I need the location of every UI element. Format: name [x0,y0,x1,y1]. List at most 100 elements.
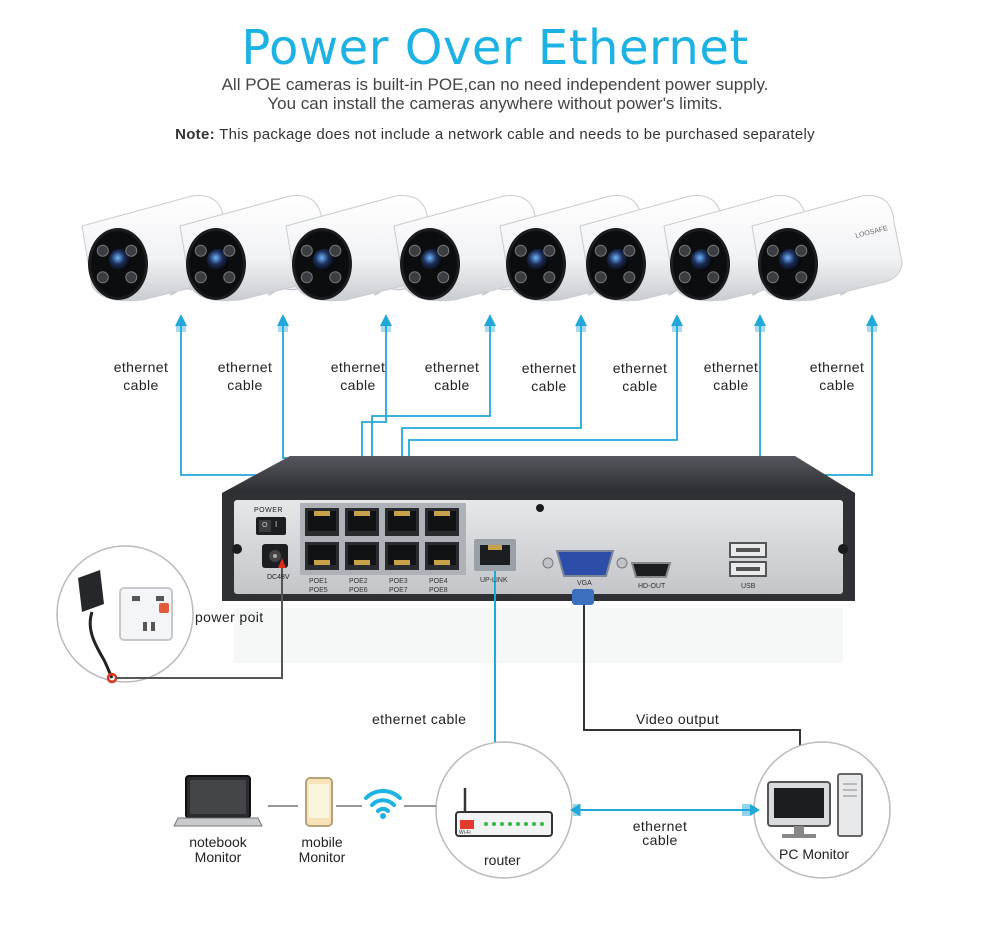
ir-led-icon [329,271,342,284]
ir-led-icon [543,244,556,257]
cable-arrow-up [754,314,766,326]
ir-led-icon [707,244,720,257]
power-cable-line [116,564,283,679]
power-off-label: I [275,520,278,529]
ir-led-icon [223,271,236,284]
nvr-reflection [234,608,843,663]
ir-led-icon [514,271,527,284]
subtitle-line-1: All POE cameras is built-in POE,can no n… [221,75,769,94]
usb-label: USB [741,583,756,590]
cable-arrow-up [380,314,392,326]
video-output-cable [583,605,801,758]
camera-lens [109,249,131,271]
subtitle-line-2: You can install the cameras anywhere wit… [267,94,723,113]
poe-port-block [300,503,466,575]
page-title: Power Over Ethernet [241,20,749,76]
router-pc-cable-label: ethernet cable [632,818,688,848]
ir-led-icon [543,271,556,284]
power-point-label: power poit [195,609,264,625]
ir-led-icon [408,244,421,257]
power-adapter-icon [78,570,104,612]
ir-led-icon [795,271,808,284]
ir-led-icon [96,271,109,284]
screw-top [536,504,544,512]
screw-left [232,544,242,554]
mobile-icon [305,777,333,827]
ir-led-icon [594,244,607,257]
ir-led-icon [623,271,636,284]
hdout-port[interactable] [630,562,672,578]
cable-arrow-up [671,314,683,326]
cable-arrow-up [575,314,587,326]
note-label: Note: [175,126,215,143]
pc-monitor-label: PC Monitor [779,846,850,862]
note-text: This package does not include a network … [214,126,815,143]
wall-socket-icon [119,587,173,641]
ir-led-icon [514,244,527,257]
camera-lens [313,249,335,271]
power-switch-label: POWER [254,507,283,514]
dc-label: DC48V [267,574,290,581]
wifi-icon [364,788,402,819]
ir-led-icon [125,244,138,257]
ir-led-icon [125,271,138,284]
video-output-label: Video output [636,711,720,727]
cable-arrow-up [484,314,496,326]
power-on-label: O [262,522,268,529]
uplink-label: UP-LINK [480,577,508,584]
ir-led-icon [329,244,342,257]
camera-lens [421,249,443,271]
ethernet-cable-label: ethernet cable [372,711,467,727]
camera-lens [527,249,549,271]
ir-led-icon [623,244,636,257]
cable-arrow-up [277,314,289,326]
ir-led-icon [766,244,779,257]
vga-label: VGA [577,580,592,587]
hdout-label: HD-OUT [638,583,666,590]
notebook-icon [173,775,263,827]
camera-lens [779,249,801,271]
cable-arrow-up [175,314,187,326]
ir-led-icon [678,271,691,284]
router-badge: Wi-Fi [459,830,471,836]
ir-led-icon [96,244,109,257]
note-line: Note: This package does not include a ne… [0,126,990,143]
ir-led-icon [223,244,236,257]
ir-led-icon [707,271,720,284]
camera-row: LOOSAFE [81,195,903,302]
ir-led-icon [437,271,450,284]
camera-lens [207,249,229,271]
ir-led-icon [194,271,207,284]
cable-arrow-up [866,314,878,326]
vga-plug [572,589,594,605]
vga-port[interactable] [555,550,615,577]
ir-led-icon [300,271,313,284]
camera-3 [285,195,437,302]
screw-right [838,544,848,554]
ir-led-icon [300,244,313,257]
ir-led-icon [766,271,779,284]
notebook-label: notebook Monitor [189,834,247,865]
ir-led-icon [594,271,607,284]
pc-tower-icon [837,773,863,837]
camera-lens [691,249,713,271]
ir-led-icon [678,244,691,257]
nvr-top [222,456,855,493]
power-supply-illustration [56,545,286,684]
ir-led-icon [437,244,450,257]
nvr-recorder [222,456,855,663]
mobile-label: mobile Monitor [298,834,346,865]
